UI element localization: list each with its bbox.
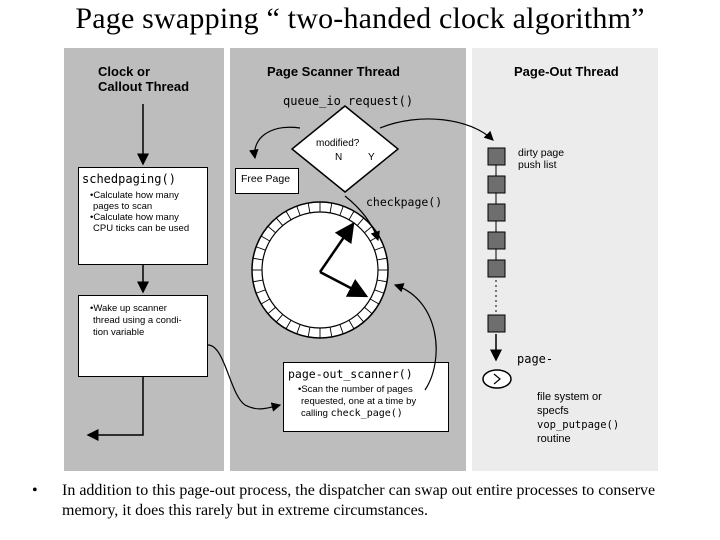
scanner-desc-text: calling xyxy=(301,408,331,419)
clock-tick xyxy=(275,314,284,323)
col1-title: Clock or Callout Thread xyxy=(98,64,189,94)
page-out-scanner-box xyxy=(283,362,449,432)
clock-tick xyxy=(296,324,301,335)
clock-tick xyxy=(275,217,284,226)
col1-title-line2: Callout Thread xyxy=(98,79,190,94)
clock-tick xyxy=(364,306,373,315)
schedpaging-desc: •Calculate how many pages to scan •Calcu… xyxy=(90,190,189,234)
clock-tick xyxy=(285,320,292,330)
clock-tick xyxy=(329,202,333,213)
clock-ticks xyxy=(252,202,388,338)
clock-tick xyxy=(255,246,266,251)
wakeup-desc-line: •Wake up scanner xyxy=(90,303,167,314)
dirty-page-block xyxy=(487,203,506,222)
clock-tick xyxy=(348,320,355,330)
clock-tick xyxy=(339,324,344,335)
clock-tick xyxy=(307,202,311,213)
clock-tick xyxy=(377,257,388,261)
modified-diamond xyxy=(290,105,400,193)
schedpaging-desc-line: •Calculate how many xyxy=(90,212,179,223)
bullet-marker: • xyxy=(32,482,38,499)
bullet-text: In addition to this page-out process, th… xyxy=(62,482,656,519)
schedpaging-box xyxy=(78,167,208,265)
dirty-page-line: push list xyxy=(518,159,557,171)
io-disk-icon xyxy=(482,369,512,389)
schedpaging-desc-line: •Calculate how many xyxy=(90,190,179,201)
page-title: Page swapping “ two-handed clock algorit… xyxy=(75,2,645,35)
clock-tick xyxy=(374,246,385,251)
clock-tick xyxy=(255,289,266,294)
check-page-code: check_page() xyxy=(330,408,403,419)
clock-tick xyxy=(285,210,292,220)
col2-title: Page Scanner Thread xyxy=(267,64,400,79)
free-page-box xyxy=(235,168,299,194)
wakeup-desc: •Wake up scanner thread using a condi- t… xyxy=(90,303,182,339)
io-disk-icon-arrow xyxy=(493,373,501,385)
clock-tick xyxy=(252,279,263,283)
clock-tick xyxy=(252,257,263,261)
arrow-to-free-page xyxy=(249,126,301,160)
page-out-scanner-fn: page-out_scanner() xyxy=(288,367,413,381)
dirty-page-block xyxy=(487,259,506,278)
clock-hand-front xyxy=(318,221,355,273)
arrow-wakeup-to-scanner xyxy=(207,344,282,412)
schedpaging-desc-line: pages to scan xyxy=(93,201,153,212)
clock-tick xyxy=(260,235,270,242)
clock-tick xyxy=(329,327,333,338)
dirty-page-block xyxy=(487,314,506,333)
clock-arc-checkpage xyxy=(344,195,380,242)
file-system-label: file system or specfs vop_putpage() rout… xyxy=(537,390,619,446)
clock-tick xyxy=(348,210,355,220)
dirty-page-block xyxy=(487,175,506,194)
clock-tick xyxy=(377,279,388,283)
file-system-line: file system or xyxy=(537,391,602,403)
clock-arc-scanner xyxy=(393,283,437,391)
wakeup-desc-line: tion variable xyxy=(93,327,145,338)
modified-text: modified? xyxy=(316,138,360,149)
file-system-line: specfs xyxy=(537,405,569,417)
checkpage-label: checkpage() xyxy=(366,195,443,209)
wakeup-box xyxy=(78,295,208,377)
clock-tick xyxy=(364,225,373,234)
dirty-page-line: dirty page xyxy=(518,147,565,159)
clock-tick xyxy=(307,327,311,338)
col1-title-line1: Clock or xyxy=(98,64,151,79)
dirty-page-label: dirty page push list xyxy=(518,147,564,171)
clock-tick xyxy=(374,289,385,294)
arrow-to-dirty-list xyxy=(379,118,494,141)
dirty-page-chain xyxy=(487,147,506,362)
col3-title: Page-Out Thread xyxy=(514,64,619,79)
dirty-page-block xyxy=(487,147,506,166)
clock-tick xyxy=(356,217,365,226)
file-system-line: routine xyxy=(537,433,571,445)
schedpaging-fn: schedpaging() xyxy=(82,172,176,186)
clock-tick xyxy=(267,306,276,315)
vop-putpage-code: vop_putpage() xyxy=(537,419,620,431)
clock-tick xyxy=(260,298,270,305)
scanner-desc-line: •Scan the number of pages xyxy=(298,384,413,395)
arrow-return xyxy=(86,377,144,441)
clock-tick xyxy=(370,298,380,305)
queue-io-request-label: queue_io_request() xyxy=(283,94,414,108)
clock-tick xyxy=(267,225,276,234)
page-label: page- xyxy=(517,352,554,366)
dirty-page-block xyxy=(487,231,506,250)
wakeup-desc-line: thread using a condi- xyxy=(93,315,182,326)
y-text: Y xyxy=(368,152,375,163)
clock-tick xyxy=(339,205,344,216)
n-text: N xyxy=(335,152,342,163)
schedpaging-desc-line: CPU ticks can be used xyxy=(93,223,190,234)
scanner-desc-line: calling check_page() xyxy=(298,408,416,420)
clock-hand-back xyxy=(319,270,369,298)
clock-tick xyxy=(296,205,301,216)
free-page-label: Free Page xyxy=(241,173,291,185)
scanner-desc-line: requested, one at a time by xyxy=(301,396,417,407)
page-out-scanner-desc: •Scan the number of pages requested, one… xyxy=(298,384,416,420)
clock-tick xyxy=(356,314,365,323)
